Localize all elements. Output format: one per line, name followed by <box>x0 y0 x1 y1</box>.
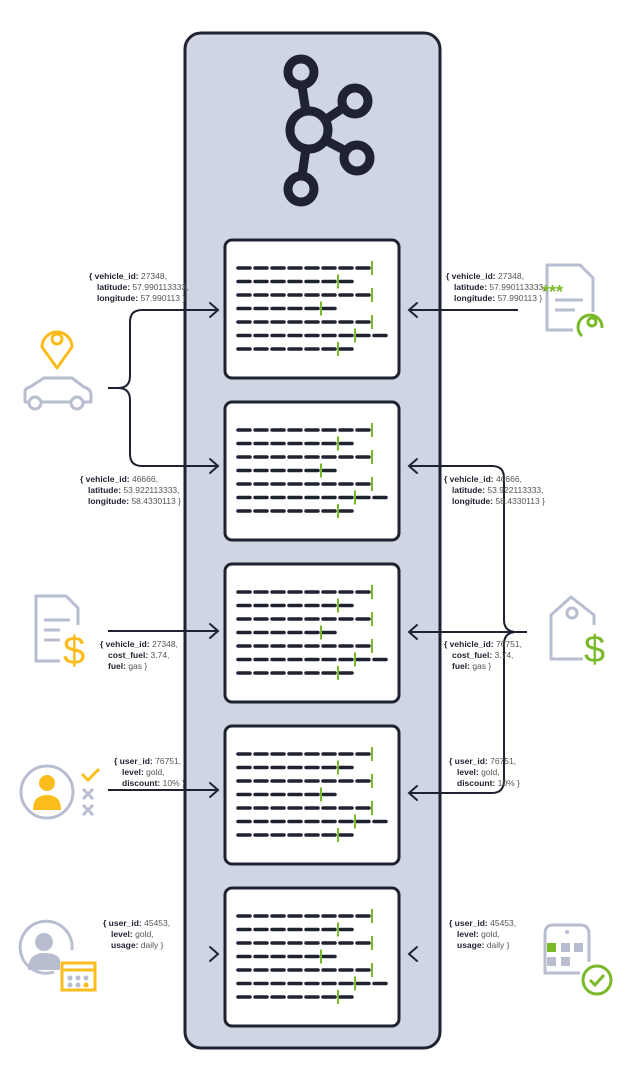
message-field: longitude: <box>452 496 494 506</box>
message-field: 27348, <box>149 639 178 649</box>
message-field: 3.74, <box>148 650 170 660</box>
message-field: 27348, <box>138 271 167 281</box>
message-field: { user_id: <box>449 756 488 766</box>
message-field: 10% } <box>495 778 520 788</box>
message-field: 76751, <box>493 639 522 649</box>
right-message-label: { vehicle_id: 46666, latitude: 53.9221133… <box>444 474 545 507</box>
message-field: latitude: <box>454 282 488 292</box>
message-field: 3.74, <box>492 650 514 660</box>
message-field: gas } <box>469 661 492 671</box>
message-field: 27348, <box>495 271 524 281</box>
message-field: { vehicle_id: <box>80 474 130 484</box>
partition-log <box>223 562 401 704</box>
price-tag-icon: $ <box>549 595 605 671</box>
message-field: discount: <box>457 778 496 788</box>
message-field: cost_fuel: <box>108 650 149 660</box>
message-field: daily } <box>484 940 510 950</box>
message-field: level: <box>122 767 144 777</box>
message-field: gold, <box>478 929 500 939</box>
kafka-logo <box>283 54 375 207</box>
message-field: level: <box>111 929 133 939</box>
left-message-label: { vehicle_id: 46666, latitude: 53.9221133… <box>80 474 181 507</box>
message-field: { user_id: <box>103 918 142 928</box>
message-field: { vehicle_id: <box>89 271 139 281</box>
message-field: level: <box>457 929 479 939</box>
calendar-check-icon <box>543 923 613 996</box>
message-field: latitude: <box>452 485 486 495</box>
message-field: gold, <box>143 767 165 777</box>
right-message-label: { user_id: 45453, level: gold,usage: dail… <box>449 918 516 951</box>
message-field: { vehicle_id: <box>444 474 494 484</box>
message-field: 58.4330113 } <box>493 496 545 506</box>
svg-text:***: *** <box>542 282 563 302</box>
message-field: 45453, <box>141 918 171 928</box>
message-field: latitude: <box>97 282 131 292</box>
message-field: 76751, <box>487 756 517 766</box>
message-field: longitude: <box>97 293 139 303</box>
message-field: latitude: <box>88 485 122 495</box>
user-calendar-icon <box>18 919 97 992</box>
left-message-label: { user_id: 45453, level: gold,usage: dail… <box>103 918 170 951</box>
message-field: 53.922113333, <box>121 485 180 495</box>
message-field: 46666, <box>493 474 522 484</box>
connectors <box>95 302 527 962</box>
message-field: 46666, <box>129 474 158 484</box>
message-field: { user_id: <box>114 756 153 766</box>
message-field: { vehicle_id: <box>444 639 494 649</box>
message-field: fuel: <box>452 661 470 671</box>
message-field: discount: <box>122 778 161 788</box>
left-message-label: { user_id: 76751, level: gold,discount: 1… <box>114 756 185 789</box>
message-field: usage: <box>457 940 485 950</box>
message-field: 57.990113333, <box>130 282 189 292</box>
partition-log <box>223 238 401 380</box>
message-field: usage: <box>111 940 139 950</box>
left-message-label: { vehicle_id: 27348, latitude: 57.9901133… <box>89 271 189 304</box>
message-field: 57.990113333, <box>487 282 546 292</box>
right-message-label: { vehicle_id: 76751,cost_fuel: 3.74, fuel… <box>444 639 522 672</box>
message-field: level: <box>457 767 479 777</box>
message-field: gold, <box>478 767 500 777</box>
message-field: longitude: <box>88 496 130 506</box>
svg-text:$: $ <box>584 629 605 671</box>
car-location-icon <box>23 330 93 411</box>
message-field: { vehicle_id: <box>446 271 496 281</box>
partition-log <box>223 724 401 866</box>
document-rating-icon: *** <box>542 263 604 338</box>
right-message-label: { user_id: 76751, level: gold,discount: 1… <box>449 756 520 789</box>
document-dollar-icon: $ <box>34 594 85 673</box>
message-field: gas } <box>125 661 148 671</box>
message-field: 53.922113333, <box>485 485 544 495</box>
partition-log <box>223 400 401 542</box>
message-field: 45453, <box>487 918 517 928</box>
message-field: cost_fuel: <box>452 650 493 660</box>
message-field: { user_id: <box>449 918 488 928</box>
message-field: 57.990113 } <box>495 293 543 303</box>
message-field: daily } <box>138 940 164 950</box>
message-field: 10% } <box>160 778 185 788</box>
message-field: 58.4330113 } <box>129 496 181 506</box>
right-message-label: { vehicle_id: 27348, latitude: 57.9901133… <box>446 271 546 304</box>
user-checklist-icon <box>19 764 101 820</box>
message-field: 57.990113 } <box>138 293 186 303</box>
partition-log <box>223 886 401 1028</box>
message-field: gold, <box>132 929 154 939</box>
left-message-label: { vehicle_id: 27348,cost_fuel: 3.74, fuel… <box>100 639 178 672</box>
message-field: fuel: <box>108 661 126 671</box>
message-field: { vehicle_id: <box>100 639 150 649</box>
svg-text:$: $ <box>63 629 85 673</box>
message-field: 76751, <box>152 756 182 766</box>
message-field: longitude: <box>454 293 496 303</box>
